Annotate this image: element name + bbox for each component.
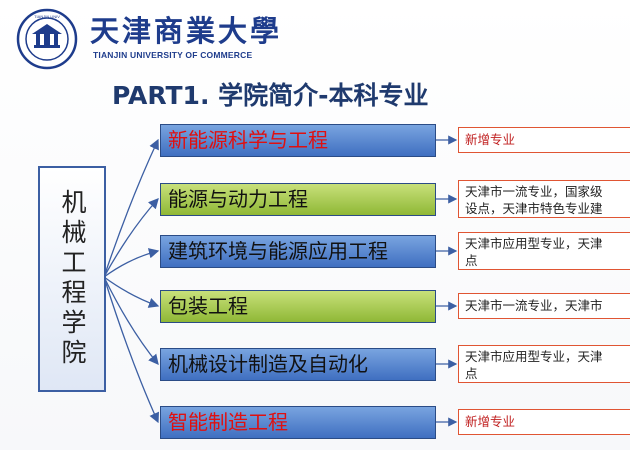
major-note-4: 天津市一流专业，天津市 bbox=[458, 293, 630, 319]
major-label: 能源与动力工程 bbox=[168, 187, 308, 211]
major-label: 建筑环境与能源应用工程 bbox=[168, 239, 388, 263]
note-line: 点 bbox=[465, 366, 478, 381]
branch-arrow-5 bbox=[103, 276, 159, 366]
note-line: 点 bbox=[465, 253, 478, 268]
major-box-1: 新能源科学与工程 bbox=[160, 124, 436, 157]
major-box-2: 能源与动力工程 bbox=[160, 183, 436, 216]
major-label: 智能制造工程 bbox=[168, 410, 288, 434]
college-name: 机械工程学院 bbox=[58, 189, 87, 369]
major-box-5: 机械设计制造及自动化 bbox=[160, 348, 436, 381]
major-label: 新能源科学与工程 bbox=[168, 128, 328, 152]
major-note-5: 天津市应用型专业，天津 点 bbox=[458, 345, 630, 383]
major-note-2: 天津市一流专业，国家级 设点，天津市特色专业建 bbox=[458, 180, 630, 218]
university-name-cn: 天津商業大學 bbox=[90, 14, 283, 48]
note-line: 天津市一流专业，天津市 bbox=[465, 298, 603, 313]
slide-title: PART1. 学院简介-本科专业 bbox=[112, 81, 429, 110]
major-note-1: 新增专业 bbox=[458, 127, 630, 153]
major-box-4: 包装工程 bbox=[160, 290, 436, 323]
major-label: 包装工程 bbox=[168, 294, 248, 318]
college-root-box: 机械工程学院 bbox=[38, 166, 106, 392]
university-name-en: TIANJIN UNIVERSITY OF COMMERCE bbox=[93, 50, 253, 60]
major-note-3: 天津市应用型专业，天津 点 bbox=[458, 232, 630, 270]
major-box-3: 建筑环境与能源应用工程 bbox=[160, 235, 436, 268]
note-line: 新增专业 bbox=[465, 414, 516, 429]
branch-arrow-6 bbox=[103, 276, 159, 424]
note-line: 天津市一流专业，国家级 bbox=[465, 184, 603, 199]
note-line: 新增专业 bbox=[465, 132, 516, 147]
branch-arrow-4 bbox=[103, 276, 160, 308]
branch-arrow-3 bbox=[103, 248, 160, 278]
note-line: 设点，天津市特色专业建 bbox=[465, 201, 603, 216]
major-box-6: 智能制造工程 bbox=[160, 406, 436, 439]
major-label: 机械设计制造及自动化 bbox=[168, 352, 368, 376]
branch-arrow-2 bbox=[103, 198, 159, 278]
note-line: 天津市应用型专业，天津 bbox=[465, 349, 603, 364]
svg-text:TIANJIN UNIV: TIANJIN UNIV bbox=[34, 14, 60, 19]
major-note-6: 新增专业 bbox=[458, 409, 630, 435]
university-emblem-icon: TIANJIN UNIV bbox=[16, 8, 78, 70]
note-line: 天津市应用型专业，天津 bbox=[465, 236, 603, 251]
branch-arrow-1 bbox=[103, 138, 159, 278]
